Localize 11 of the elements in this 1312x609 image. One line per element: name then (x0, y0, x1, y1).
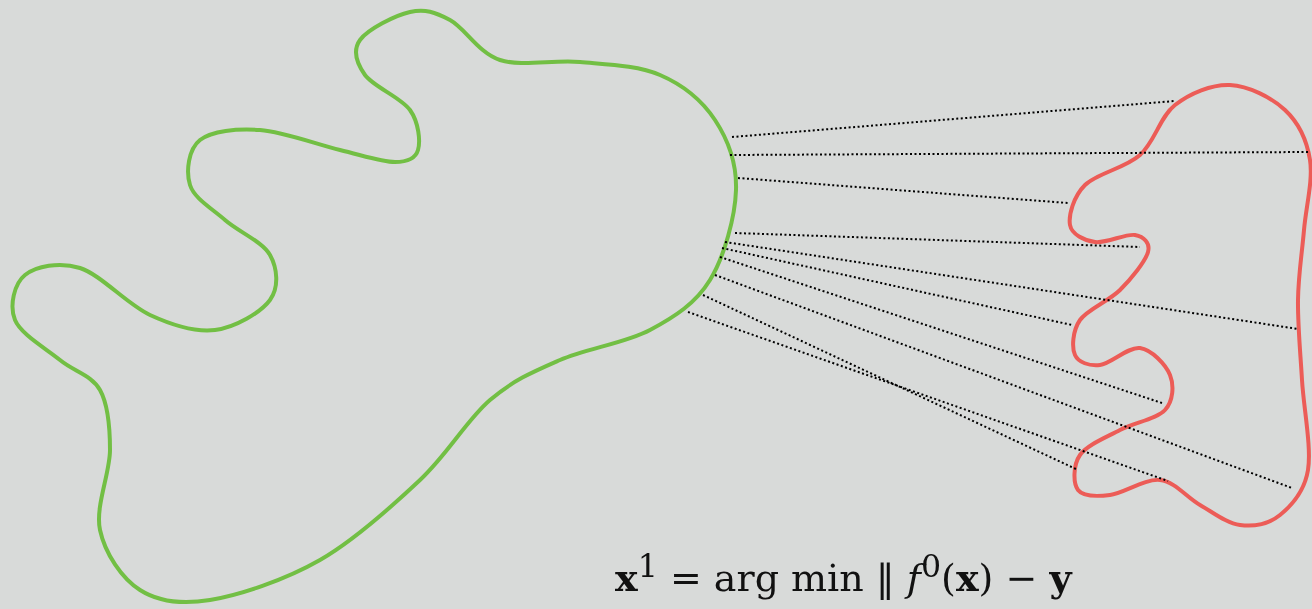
connector-line (714, 274, 1293, 489)
connector-line (724, 241, 1299, 330)
connector-line (721, 247, 1073, 326)
connector-line (702, 294, 1079, 471)
blob-outline (1067, 83, 1312, 528)
connector-line (731, 100, 1176, 138)
formula: x$^{1}$ = arg min ‖ f$^{0}$(x) − y (615, 548, 1072, 600)
connector-line (729, 151, 1309, 156)
connector-line (719, 256, 1163, 404)
connector-line (737, 177, 1069, 204)
connector-line (687, 311, 1169, 482)
